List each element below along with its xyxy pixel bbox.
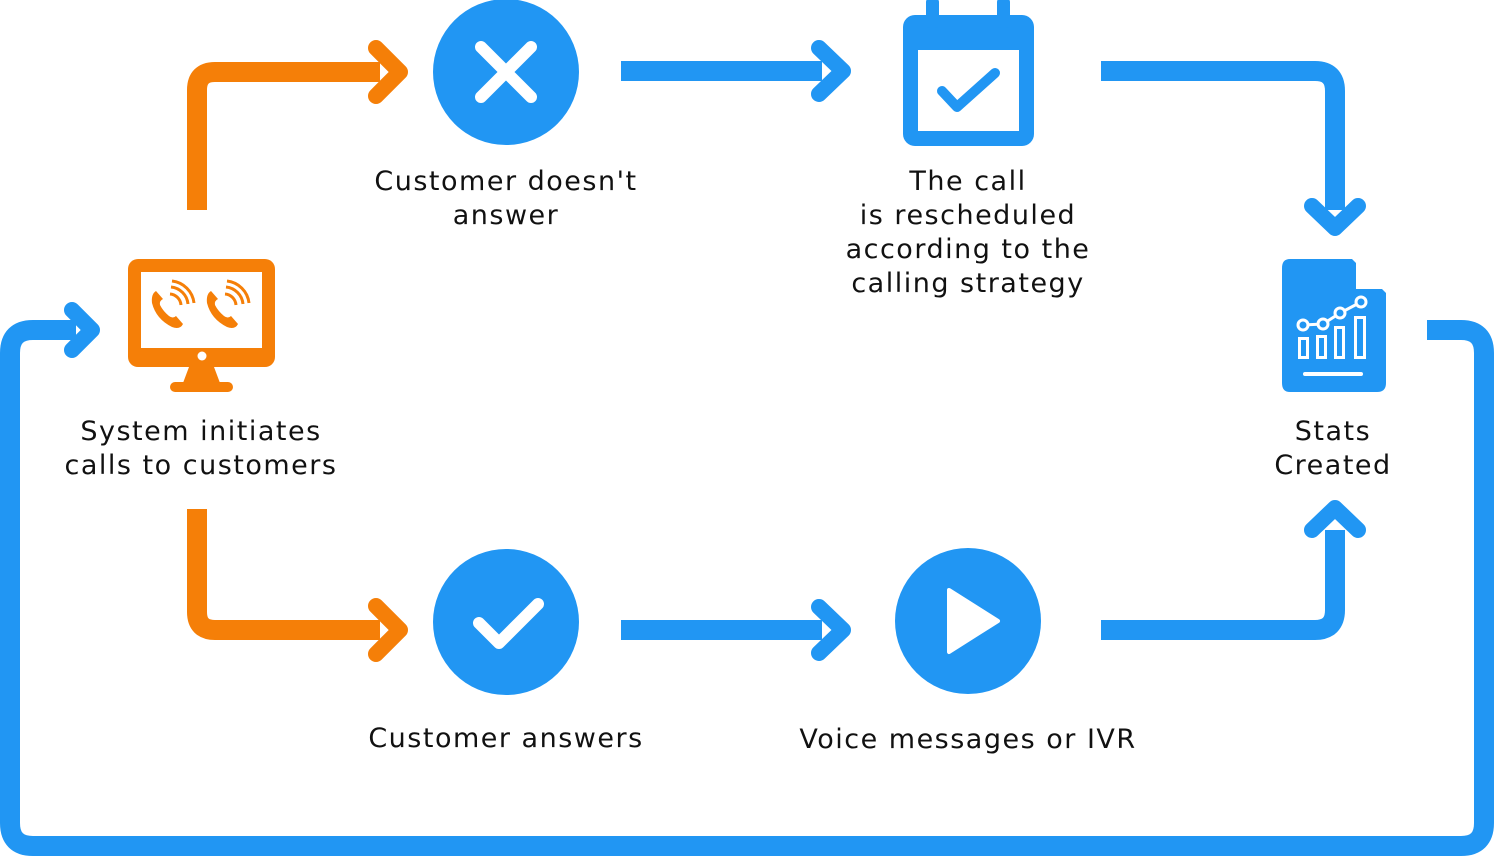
no-answer-label-line: answer: [452, 200, 560, 231]
connector-answers-to-voice: [621, 599, 851, 661]
connector-rescheduled-to-stats: [1101, 61, 1366, 236]
system-label-line: System initiates: [80, 416, 322, 447]
connector-no-answer-to-rescheduled: [621, 40, 851, 102]
check-icon: [433, 549, 579, 695]
x-icon: [433, 0, 579, 145]
rescheduled-label-line: calling strategy: [851, 268, 1085, 299]
voice-label-line: Voice messages or IVR: [799, 724, 1137, 755]
monitor-phone-icon: [128, 259, 275, 392]
play-icon: [895, 548, 1041, 694]
no-answer-label: Customer doesn't answer: [356, 165, 656, 233]
rescheduled-label-line: is rescheduled: [859, 200, 1077, 231]
answers-label-line: Customer answers: [368, 723, 644, 754]
connector-voice-to-stats: [1101, 500, 1366, 640]
no-answer-label-line: Customer doesn't: [374, 166, 638, 197]
stats-document-icon: [1282, 259, 1386, 392]
phone-icon: [206, 279, 251, 328]
voice-label: Voice messages or IVR: [778, 723, 1158, 757]
connector-stats-loop-to-system: [0, 302, 1494, 856]
stats-label-line: Stats: [1294, 416, 1372, 447]
connector-system-to-answers: [187, 509, 408, 662]
rescheduled-label-line: according to the: [845, 234, 1091, 265]
rescheduled-label: The call is rescheduled according to the…: [818, 165, 1118, 301]
system-label: System initiates calls to customers: [51, 415, 351, 483]
rescheduled-label-line: The call: [909, 166, 1027, 197]
connector-system-to-no-answer: [187, 40, 408, 210]
phone-icon: [151, 279, 196, 328]
answers-label: Customer answers: [346, 722, 666, 756]
calendar-check-icon: [903, 0, 1034, 146]
stats-label: Stats Created: [1233, 415, 1433, 483]
stats-label-line: Created: [1274, 450, 1392, 481]
system-label-line: calls to customers: [64, 450, 338, 481]
